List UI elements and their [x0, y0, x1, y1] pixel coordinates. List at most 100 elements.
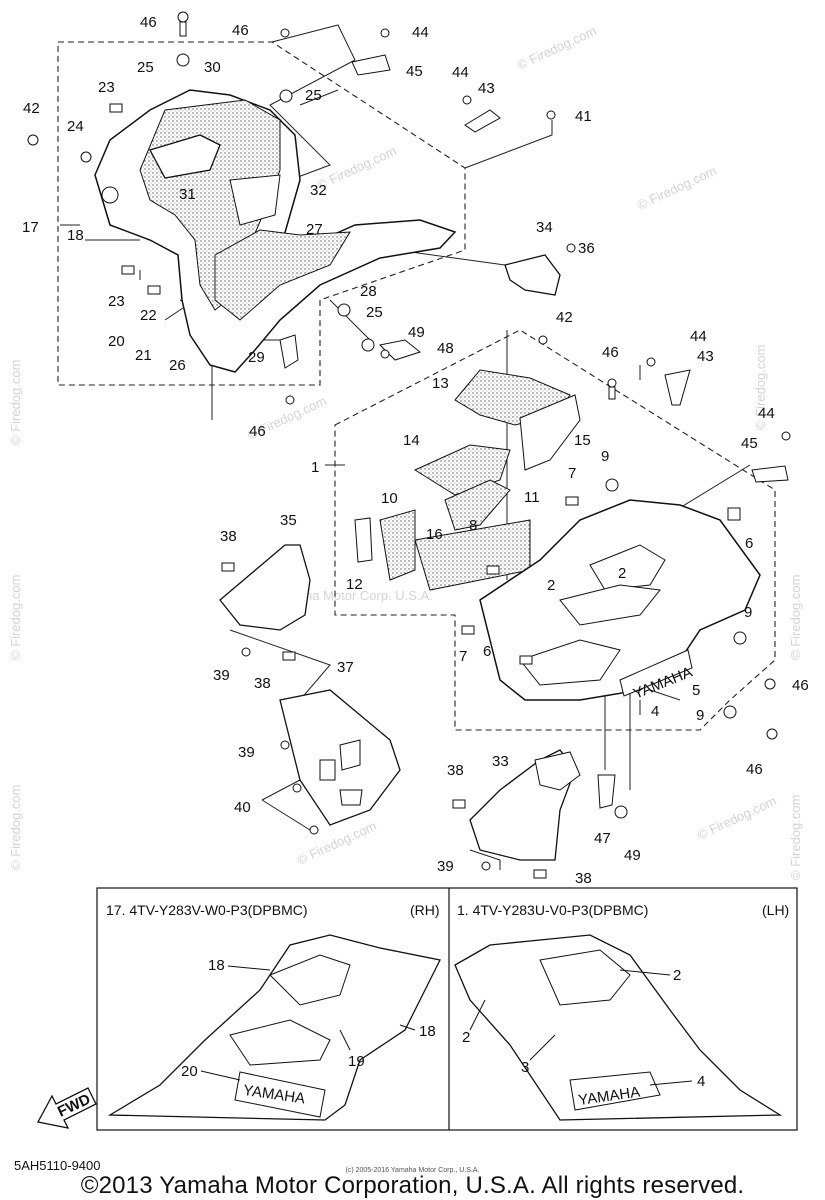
- decal-yamaha-lower: [619, 649, 693, 697]
- callout: 47: [594, 830, 611, 847]
- callout: 46: [602, 344, 619, 361]
- callout: 4: [651, 703, 659, 720]
- callout: 25: [305, 87, 322, 104]
- callout: 35: [280, 512, 297, 529]
- callout: 44: [690, 328, 707, 345]
- headlight-opening: [149, 134, 221, 179]
- callout: 38: [447, 762, 464, 779]
- panel-15: [519, 394, 581, 471]
- callout: 49: [408, 324, 425, 341]
- bracket-43-mid: [664, 369, 691, 406]
- rh-label: 20: [181, 1063, 198, 1080]
- callout: 33: [492, 753, 509, 770]
- callout: 16: [426, 526, 443, 543]
- watermark-text: © Firedog.com: [315, 143, 399, 193]
- inner-panel-37: [279, 689, 401, 826]
- callout: 46: [249, 423, 266, 440]
- callout: 7: [568, 465, 576, 482]
- callout: 15: [574, 432, 591, 449]
- watermark-center-text: Yamaha Motor Corp. U.S.A.: [272, 588, 433, 603]
- watermark-text: © Firedog.com: [8, 360, 23, 445]
- callout: 32: [310, 182, 327, 199]
- watermark-text: © Firedog.com: [695, 793, 779, 843]
- watermark-text: © Firedog.com: [8, 785, 23, 870]
- reference-frame: [96, 887, 798, 1131]
- rh-label: 18: [208, 957, 225, 974]
- callout: 30: [204, 59, 221, 76]
- pad-16: [444, 479, 511, 531]
- callout: 21: [135, 347, 152, 364]
- watermark-text: © Firedog.com: [8, 575, 23, 660]
- callout: 28: [360, 283, 377, 300]
- lh-part-number: 1. 4TV-Y283U-V0-P3(DPBMC): [457, 902, 648, 918]
- lh-panel: 1. 4TV-Y283U-V0-P3(DPBMC) (LH) YAMAHA 2 …: [454, 902, 789, 1121]
- callout: 44: [452, 64, 469, 81]
- callout: 48: [437, 340, 454, 357]
- upper-group-outline: [57, 41, 466, 386]
- callout: 37: [337, 659, 354, 676]
- callout: 9: [601, 448, 609, 465]
- rh-label: 19: [348, 1053, 365, 1070]
- callout: 14: [403, 432, 420, 449]
- callout: 31: [179, 186, 196, 203]
- watermark-text: © Firedog.com: [635, 163, 719, 213]
- diagram-code: 5AH5110-9400: [14, 1158, 101, 1173]
- bracket-48: [378, 339, 422, 361]
- bracket-45-mid: [751, 465, 789, 483]
- rh-side-label: (RH): [410, 902, 440, 918]
- leader-lines: [60, 24, 751, 870]
- callout: 25: [366, 304, 383, 321]
- rh-panel: 17. 4TV-Y283V-W0-P3(DPBMC) (RH) YAMAHA 1…: [106, 902, 441, 1121]
- callout: 13: [432, 375, 449, 392]
- callout: 5: [692, 682, 700, 699]
- lh-side-label: (LH): [762, 902, 789, 918]
- callout: 9: [744, 604, 752, 621]
- callout: 45: [741, 435, 758, 452]
- callout: 45: [406, 63, 423, 80]
- tiny-notice: (c) 2005-2016 Yamaha Motor Corp., U.S.A.: [345, 1167, 480, 1174]
- group-outlines: [57, 41, 776, 731]
- lower-group-outline: [334, 329, 776, 731]
- side-cowling-vent: [589, 544, 666, 591]
- fwd-arrow-icon: FWD: [37, 1087, 97, 1129]
- inner-panel-pad: [214, 229, 351, 321]
- callout: 43: [478, 80, 495, 97]
- callout: 46: [746, 761, 763, 778]
- callout: 1: [311, 459, 319, 476]
- callout: 42: [556, 309, 573, 326]
- callout: 11: [524, 489, 540, 506]
- pad-10: [379, 509, 416, 581]
- bracket-47: [597, 774, 616, 809]
- watermark-text: © Firedog.com: [788, 575, 803, 660]
- rh-label: 18: [419, 1023, 436, 1040]
- side-cowling-graphic-stripe: [559, 584, 661, 626]
- callout: 22: [140, 307, 157, 324]
- callout: 38: [254, 675, 271, 692]
- callout: 46: [792, 677, 809, 694]
- reference-panels: 17. 4TV-Y283V-W0-P3(DPBMC) (RH) YAMAHA 1…: [37, 887, 798, 1131]
- callout: 12: [346, 576, 363, 593]
- callout: 26: [169, 357, 186, 374]
- callout: 36: [578, 240, 595, 257]
- callout: 49: [624, 847, 641, 864]
- callout: 38: [575, 870, 592, 887]
- bracket-43-top: [464, 109, 501, 133]
- callout: 24: [67, 118, 84, 135]
- callout: 7: [459, 648, 467, 665]
- callout-labels: 46 46 44 25 30 45 25 44 43 42 23 24 41 1…: [22, 14, 809, 887]
- lh-label: 4: [697, 1073, 705, 1090]
- callout: 42: [23, 100, 40, 117]
- callout: 2: [547, 577, 555, 594]
- callout: 25: [137, 59, 154, 76]
- callout: 18: [67, 227, 84, 244]
- hardware: [27, 11, 791, 879]
- callout: 40: [234, 799, 251, 816]
- callout: 8: [469, 517, 477, 534]
- callout: 34: [536, 219, 553, 236]
- side-cowling-assembly: YAMAHA: [354, 369, 789, 703]
- bracket-45-top: [351, 54, 391, 76]
- callout: 46: [232, 22, 249, 39]
- callout: 44: [412, 24, 429, 41]
- callout: 17: [22, 219, 39, 236]
- callout: 44: [758, 405, 775, 422]
